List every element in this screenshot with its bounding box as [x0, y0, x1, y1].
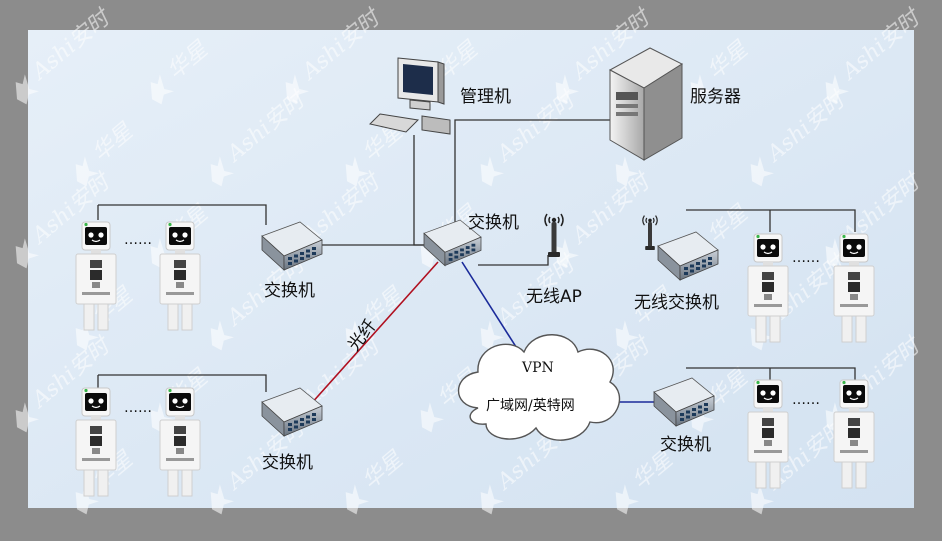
- core-switch-label: 交换机: [468, 213, 519, 233]
- dots-right-top: ……: [792, 250, 820, 266]
- server-icon: [608, 47, 684, 161]
- fiber-link: [309, 261, 439, 406]
- vpn-label: VPN: [521, 360, 554, 376]
- connections: [97, 119, 856, 392]
- vpn-link-core: [461, 261, 519, 351]
- wireless-switch-label: 无线交换机: [634, 293, 719, 313]
- wireless-ap-label: 无线AP: [526, 287, 582, 307]
- dots-left-bottom: ……: [124, 400, 152, 416]
- switch-left-bottom-label: 交换机: [262, 453, 313, 473]
- wan-cloud-icon: [457, 334, 621, 441]
- dots-left-top: ……: [124, 232, 152, 248]
- server-label: 服务器: [690, 87, 741, 107]
- admin-pc-icon: [369, 57, 451, 135]
- switch-right-bottom-label: 交换机: [660, 435, 711, 455]
- wan-label: 广域网/英特网: [486, 397, 575, 414]
- switch-left-top-label: 交换机: [264, 281, 315, 301]
- admin-pc-label: 管理机: [460, 87, 511, 107]
- dots-right-bottom: ……: [792, 392, 820, 408]
